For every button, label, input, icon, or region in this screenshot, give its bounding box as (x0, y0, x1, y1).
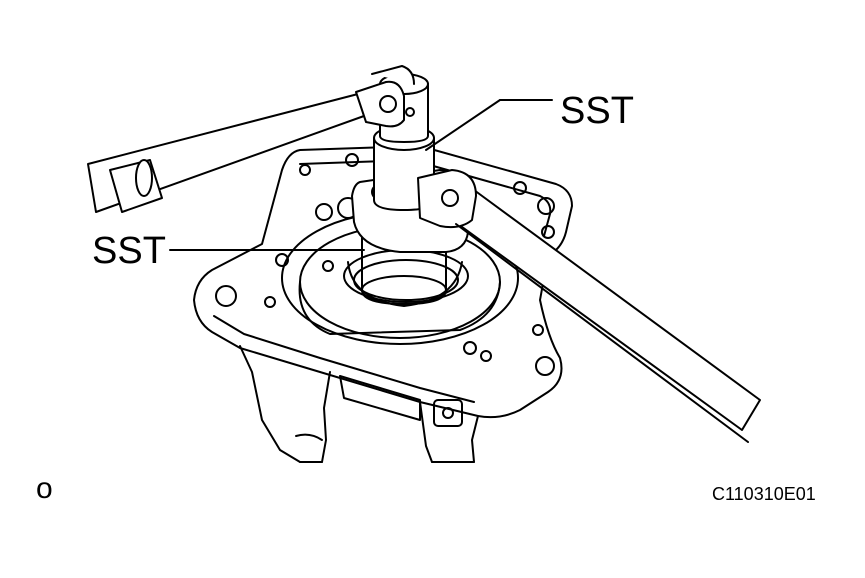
lower-case (239, 345, 479, 463)
corner-mark: o (36, 472, 53, 505)
leader-line-top-diagonal (425, 99, 501, 151)
sst-label-left: SST (92, 230, 166, 272)
wrench-handle-right (417, 169, 761, 443)
leader-lines (169, 99, 553, 251)
figure-id: C110310E01 (712, 484, 816, 504)
bolt-hole (345, 153, 359, 167)
wrench-handle-left (87, 65, 415, 213)
sst-label-top: SST (560, 90, 634, 132)
